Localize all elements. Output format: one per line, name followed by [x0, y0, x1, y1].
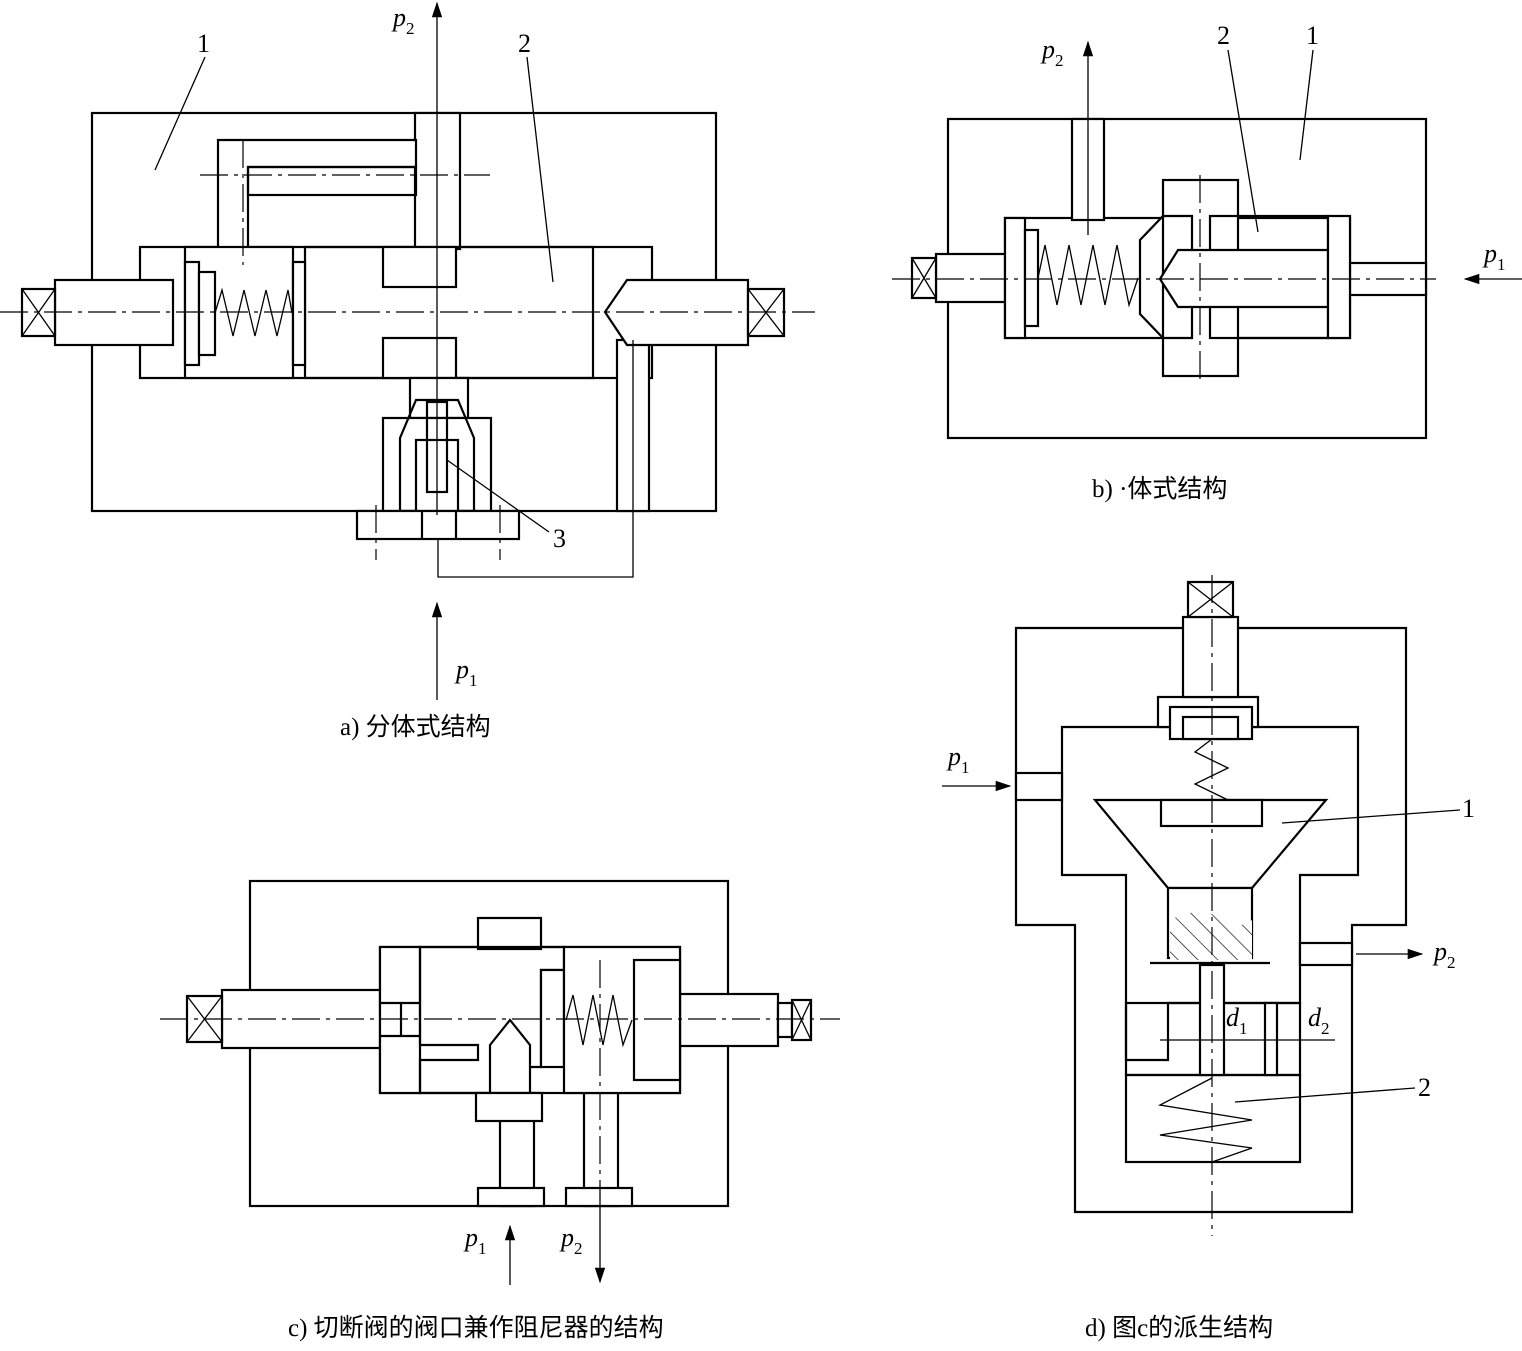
figure-b-label-part2: 2 [1217, 21, 1230, 50]
figure-d-label-part1: 1 [1462, 794, 1475, 823]
figure-b-spring [1037, 244, 1139, 308]
figure-d-label-part2: 2 [1418, 1073, 1431, 1102]
figure-c-spool [378, 945, 566, 1095]
figure-b-label-p1: p1 [1482, 239, 1506, 274]
figure-d-leaders [1234, 809, 1461, 1103]
figure-b-leaders [1227, 49, 1314, 233]
figure-a-spring [214, 287, 293, 337]
figure-b-spring-chamber [1003, 216, 1139, 340]
figure-d-label-p2: p2 [1432, 937, 1456, 972]
figure-d-label-d2: d2 [1308, 1003, 1330, 1038]
figure-b-label-p2: p2 [1040, 35, 1064, 70]
figure-b-centerlines [892, 175, 1436, 380]
figure-c-spring [565, 994, 633, 1048]
figure-d-label-d1: d1 [1226, 1003, 1248, 1038]
figure-c-label-p1: p1 [463, 1223, 487, 1258]
figure-c-cutoff-damper-structure: p1 p2 c) 切断阀的阀口兼作阻尼器的结构 [160, 879, 840, 1342]
figure-a-damper-part3 [355, 376, 521, 541]
figure-d-caption: d) 图c的派生结构 [1085, 1314, 1273, 1342]
figure-c-centerlines [160, 960, 840, 1190]
figure-a-centerlines [0, 140, 815, 578]
figure-c-spring-chamber [562, 945, 682, 1095]
figure-c-caption: c) 切断阀的阀口兼作阻尼器的结构 [288, 1314, 664, 1342]
figure-b-integral-structure: 2 1 p2 p1 b) ·体式结构 [892, 21, 1522, 503]
figure-d-derived-structure: p1 p2 d1 d2 1 2 d) 图c的派生结构 [942, 575, 1475, 1342]
figure-c-label-p2: p2 [559, 1223, 583, 1258]
figure-a-split-structure: 1 2 3 p2 p1 a) 分体式结构 [0, 1, 815, 741]
figure-d-lower-spring [1157, 1077, 1253, 1163]
figure-b-left-screw [910, 252, 1007, 304]
figure-d-label-p1: p1 [946, 742, 970, 777]
figure-d-top-screw [1168, 580, 1254, 741]
figure-a-label-part2: 2 [518, 29, 531, 58]
figure-d-centerlines [1160, 575, 1335, 1236]
figure-a-label-part1: 1 [197, 29, 210, 58]
figure-a-caption: a) 分体式结构 [340, 713, 491, 741]
figure-a-leaders [154, 56, 554, 533]
figure-c-right-screw [678, 992, 813, 1048]
figure-a-label-part3: 3 [553, 524, 566, 553]
figure-a-label-p2: p2 [391, 3, 415, 38]
figure-a-label-p1: p1 [454, 655, 478, 690]
figure-c-damper-needle [474, 1018, 544, 1123]
figure-b-caption: b) ·体式结构 [1092, 475, 1227, 503]
figure-b-label-part1: 1 [1306, 21, 1319, 50]
figure-d-cone-part1 [1092, 798, 1329, 960]
